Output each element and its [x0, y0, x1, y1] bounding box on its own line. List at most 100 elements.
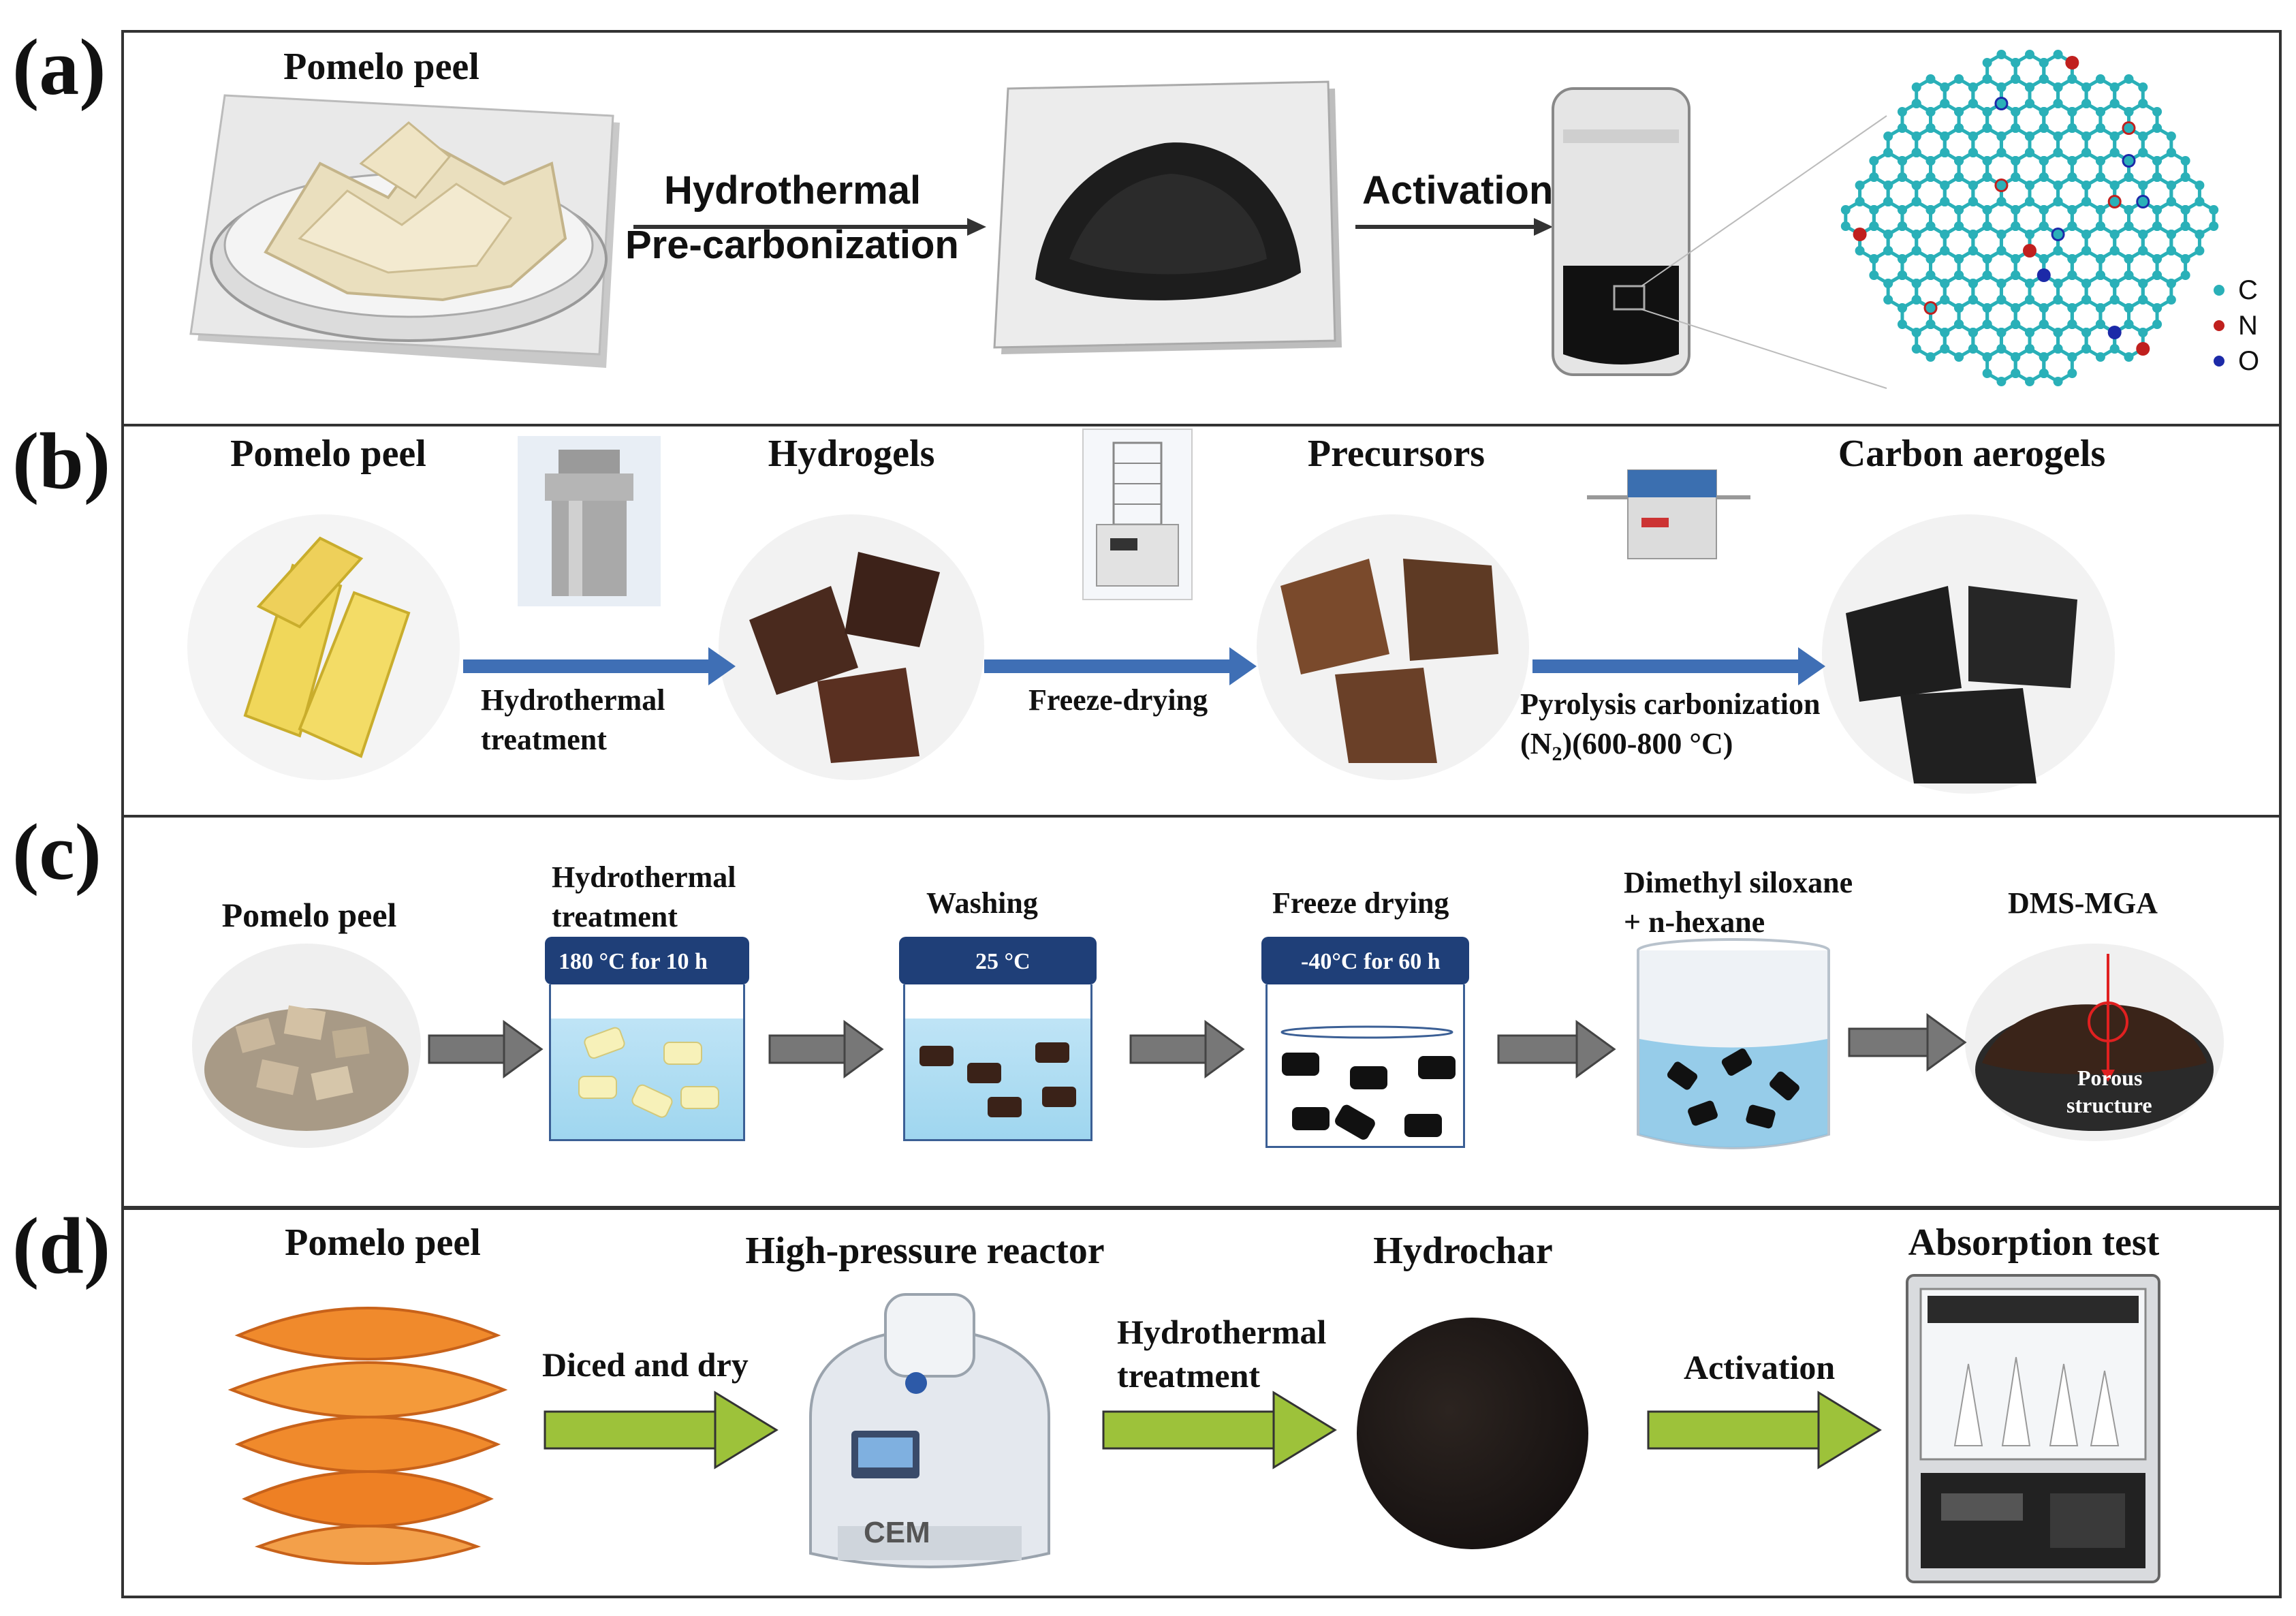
carbon-atom — [1996, 344, 2007, 354]
panel-label-b: (b) — [12, 416, 111, 506]
carbon-atom — [2053, 148, 2063, 157]
carbon-atom — [2067, 369, 2077, 378]
carbon-atom — [1911, 197, 1921, 206]
panel-b-title-pomelo: Pomelo peel — [230, 433, 426, 475]
panel-c-product: DMS-MGA — [2008, 886, 2158, 920]
legend-item-n: N — [2214, 308, 2275, 343]
carbon-atom — [2053, 328, 2063, 337]
arrow-b3 — [1532, 647, 1825, 685]
carbon-atom — [2138, 131, 2148, 141]
panel-b-step2: Freeze-drying — [1028, 683, 1208, 717]
carbon-atom — [2124, 221, 2134, 231]
carbon-atom — [2025, 131, 2034, 141]
carbon-atom — [2124, 352, 2134, 362]
carbon-atom — [1925, 172, 1936, 182]
carbon-atom — [2081, 246, 2092, 255]
carbon-atom — [2124, 172, 2134, 182]
carbon-atom — [1940, 230, 1950, 239]
arrow-b1 — [463, 647, 736, 685]
panel-b-title-precursors: Precursors — [1307, 433, 1485, 475]
carbon-atom — [2039, 107, 2049, 116]
carbon-atom — [2166, 181, 2176, 190]
carbon-atom — [2011, 303, 2021, 313]
carbon-atom — [2195, 197, 2205, 206]
carbon-atom — [1911, 230, 1921, 239]
carbon-atom — [1869, 221, 1879, 231]
carbon-aerogels-image — [1822, 514, 2115, 794]
carbon-atom — [1883, 230, 1893, 239]
lid-hydrothermal — [545, 937, 749, 984]
carbon-atom — [2152, 205, 2163, 215]
carbon-atom — [2039, 172, 2049, 182]
carbon-atom — [1855, 197, 1865, 206]
carbon-atom — [2067, 352, 2077, 362]
dried-pieces-freeze — [1280, 1025, 1456, 1140]
carbon-atom — [1996, 50, 2007, 59]
panel-b-title-aerogels: Carbon aerogels — [1838, 433, 2106, 475]
carbon-atom — [2195, 230, 2205, 239]
carbon-atom — [1925, 205, 1936, 215]
high-pressure-reactor-image — [809, 1293, 1050, 1568]
carbon-atom — [1911, 181, 1921, 190]
carbon-atom — [2180, 205, 2190, 215]
arrow-b2 — [984, 647, 1257, 685]
arrow-d2 — [1102, 1390, 1337, 1470]
hydrogels-image — [719, 514, 984, 780]
arrow-c3 — [1129, 1020, 1245, 1078]
carbon-atom — [1897, 254, 1907, 264]
carbon-atom — [1982, 254, 1992, 264]
carbon-atom — [1996, 377, 2007, 386]
carbon-atom — [1855, 246, 1865, 255]
carbon-atom — [1968, 246, 1978, 255]
carbon-atom — [1982, 270, 1992, 280]
carbon-atom — [1940, 295, 1950, 305]
carbon-atom — [2067, 221, 2077, 231]
carbon-atom — [2124, 270, 2134, 280]
panel-b-step3-sub: 2 — [1552, 742, 1562, 765]
freeze-dryer-image — [1082, 429, 1193, 600]
carbon-atom — [1968, 328, 1978, 337]
carbon-atom — [2067, 123, 2077, 133]
carbon-atom — [2138, 295, 2148, 305]
carbon-atom — [1883, 181, 1893, 190]
shaker-incubator-image — [1906, 1274, 2160, 1583]
panel-label-a: (a) — [12, 22, 106, 112]
carbon-atom — [2067, 270, 2077, 280]
carbon-atom — [2095, 254, 2105, 264]
glass-beaker-dms — [1637, 938, 1830, 1149]
carbon-atom — [1968, 148, 1978, 157]
carbon-atom — [2138, 148, 2148, 157]
vial-image — [1552, 87, 1690, 376]
carbon-atom — [2039, 74, 2049, 84]
carbon-atom — [2067, 156, 2077, 166]
nitrogen-atom — [1853, 228, 1867, 241]
carbon-atom — [1954, 172, 1964, 182]
carbon-atom — [2124, 205, 2134, 215]
carbon-atom — [1925, 320, 1936, 329]
carbon-atom — [1940, 131, 1950, 141]
carbon-atom — [1883, 131, 1893, 141]
panel-a-arrow2-label: Activation — [1362, 168, 1554, 213]
carbon-atom — [1897, 205, 1907, 215]
carbon-atom — [2152, 254, 2163, 264]
carbon-atom — [2067, 107, 2077, 116]
lid-label-washing: 25 °C — [975, 949, 1031, 974]
panel-d-title-pomelo: Pomelo peel — [285, 1222, 481, 1264]
carbon-atom — [2053, 131, 2063, 141]
carbon-atom — [1883, 295, 1893, 305]
precursors-image — [1257, 514, 1529, 780]
carbon-atom — [1897, 221, 1907, 231]
carbon-atom — [2067, 320, 2077, 329]
carbon-atom — [2095, 320, 2105, 329]
panel-d-title-hydrochar: Hydrochar — [1373, 1230, 1553, 1272]
carbon-atom — [2067, 172, 2077, 182]
carbon-atom — [2039, 352, 2049, 362]
carbon-atom — [2095, 221, 2105, 231]
carbon-atom — [1996, 279, 2007, 288]
carbon-atom — [2025, 230, 2034, 239]
carbon-atom — [1968, 295, 1978, 305]
carbon-atom — [2039, 205, 2049, 215]
carbon-atom — [2025, 295, 2034, 305]
lid-freeze — [1261, 937, 1469, 984]
arrow-c4 — [1497, 1020, 1616, 1078]
